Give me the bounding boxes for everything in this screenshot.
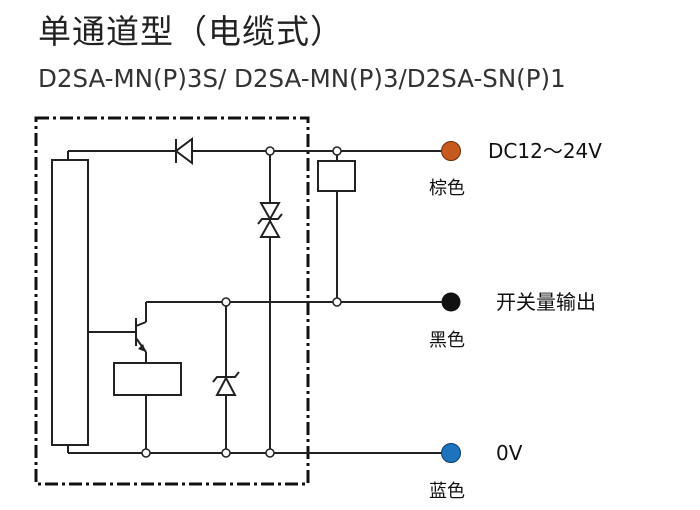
terminal-black-dot: [441, 292, 461, 312]
wire-color-black: 黑色: [429, 330, 465, 351]
sensor-boundary: [34, 116, 310, 486]
ic-block: [51, 159, 89, 446]
page-title: 单通道型（电缆式）: [38, 12, 344, 51]
output-transistor: [135, 318, 147, 353]
tvs-diode: [257, 202, 283, 238]
terminal-label-ground: 0V: [496, 441, 523, 465]
terminal-label-output: 开关量输出: [496, 290, 596, 314]
junctions: [141, 146, 342, 458]
wiring: [67, 150, 445, 454]
wire-color-blue: 蓝色: [429, 481, 465, 502]
protection-block: [113, 362, 182, 396]
model-numbers: D2SA-MN(P)3S/ D2SA-MN(P)3/D2SA-SN(P)1: [38, 64, 566, 93]
zener-diode: [212, 371, 240, 396]
wire-color-brown: 棕色: [429, 178, 465, 199]
load-resistor: [317, 160, 356, 192]
terminal-brown-dot: [441, 141, 461, 161]
terminal-label-power: DC12～24V: [488, 139, 602, 163]
terminal-blue-dot: [441, 443, 461, 463]
diode: [174, 137, 193, 165]
